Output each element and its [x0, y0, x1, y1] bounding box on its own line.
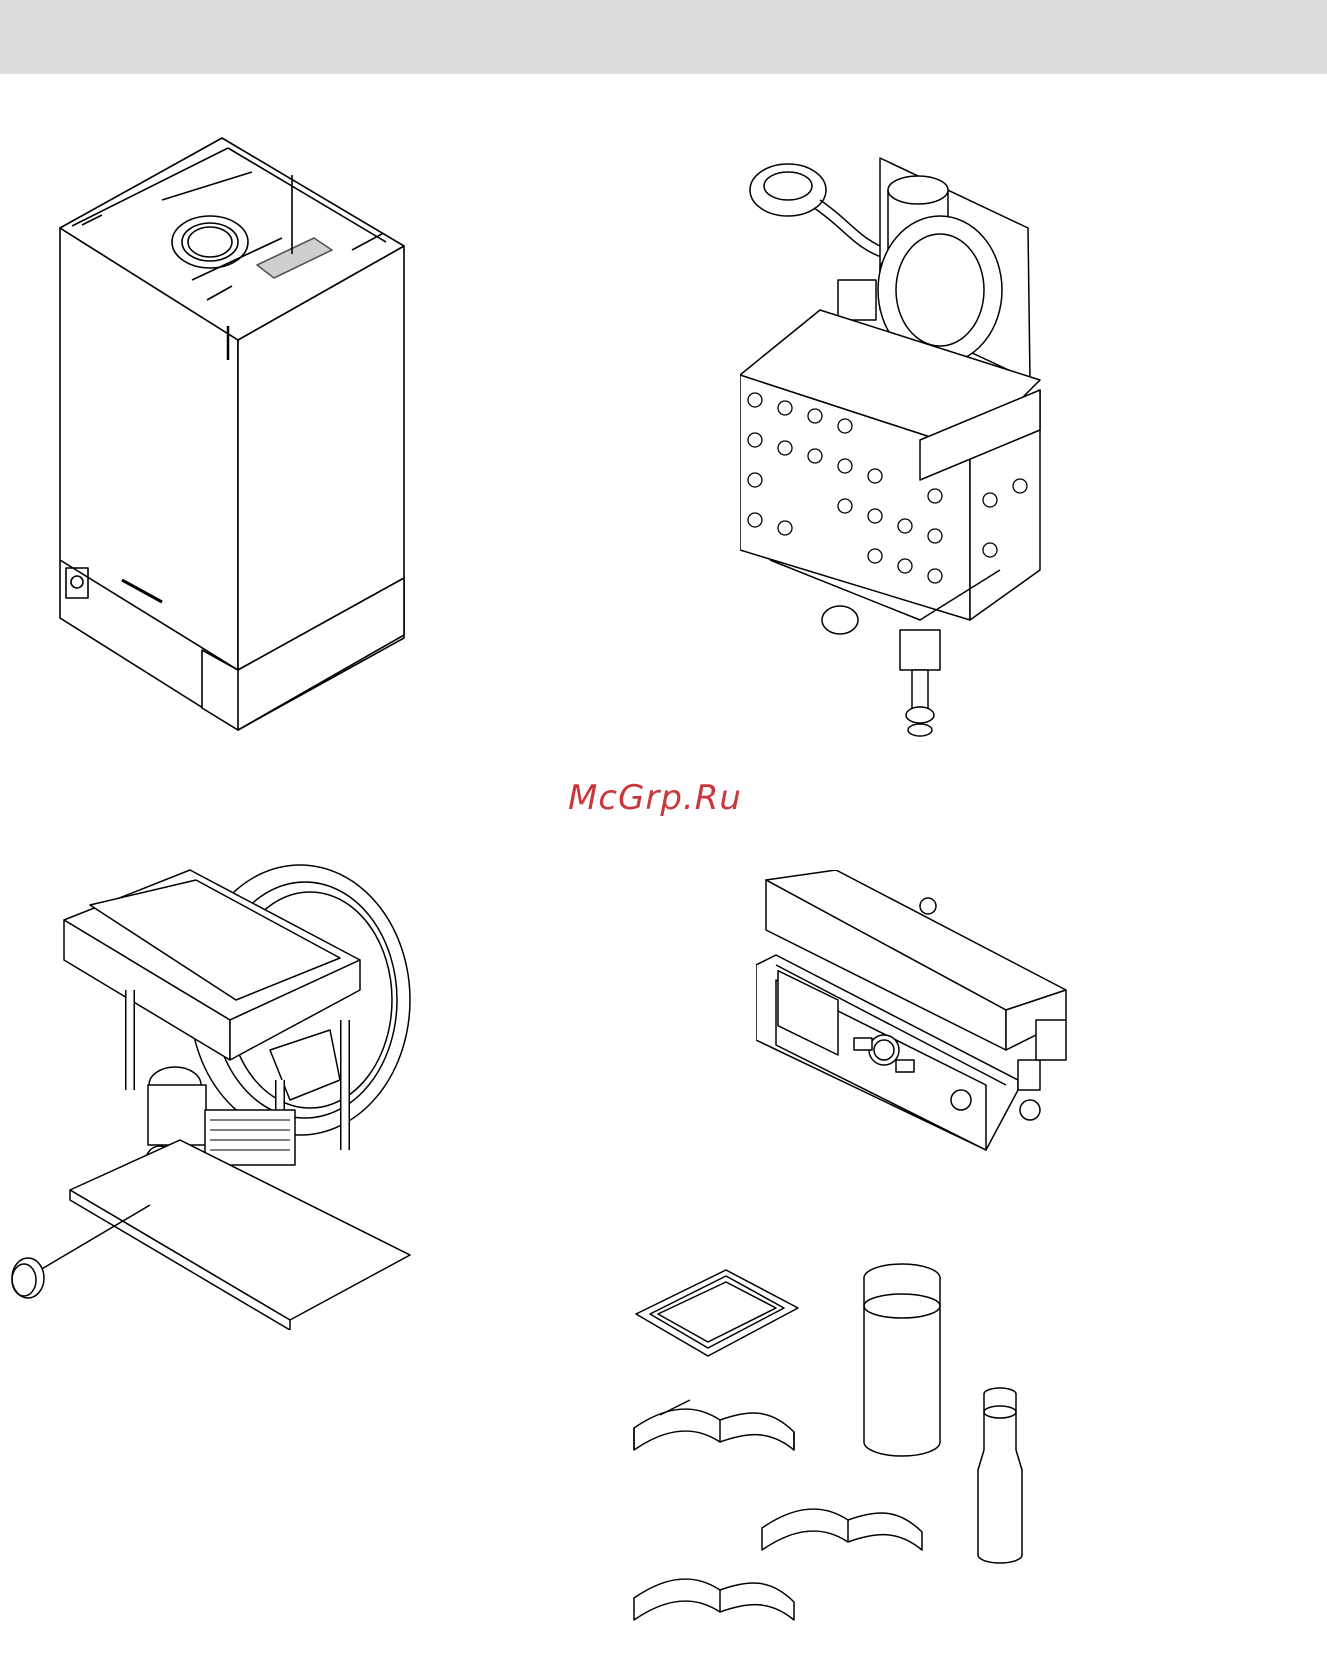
accessories-icon	[630, 1260, 1050, 1650]
burner-assembly-icon	[740, 150, 1100, 760]
boiler-unit-icon	[52, 130, 412, 735]
watermark-text: McGrp.Ru	[568, 778, 742, 818]
control-module-icon	[756, 870, 1086, 1155]
header-bar	[0, 0, 1327, 74]
hydraulic-block-icon	[0, 860, 420, 1330]
